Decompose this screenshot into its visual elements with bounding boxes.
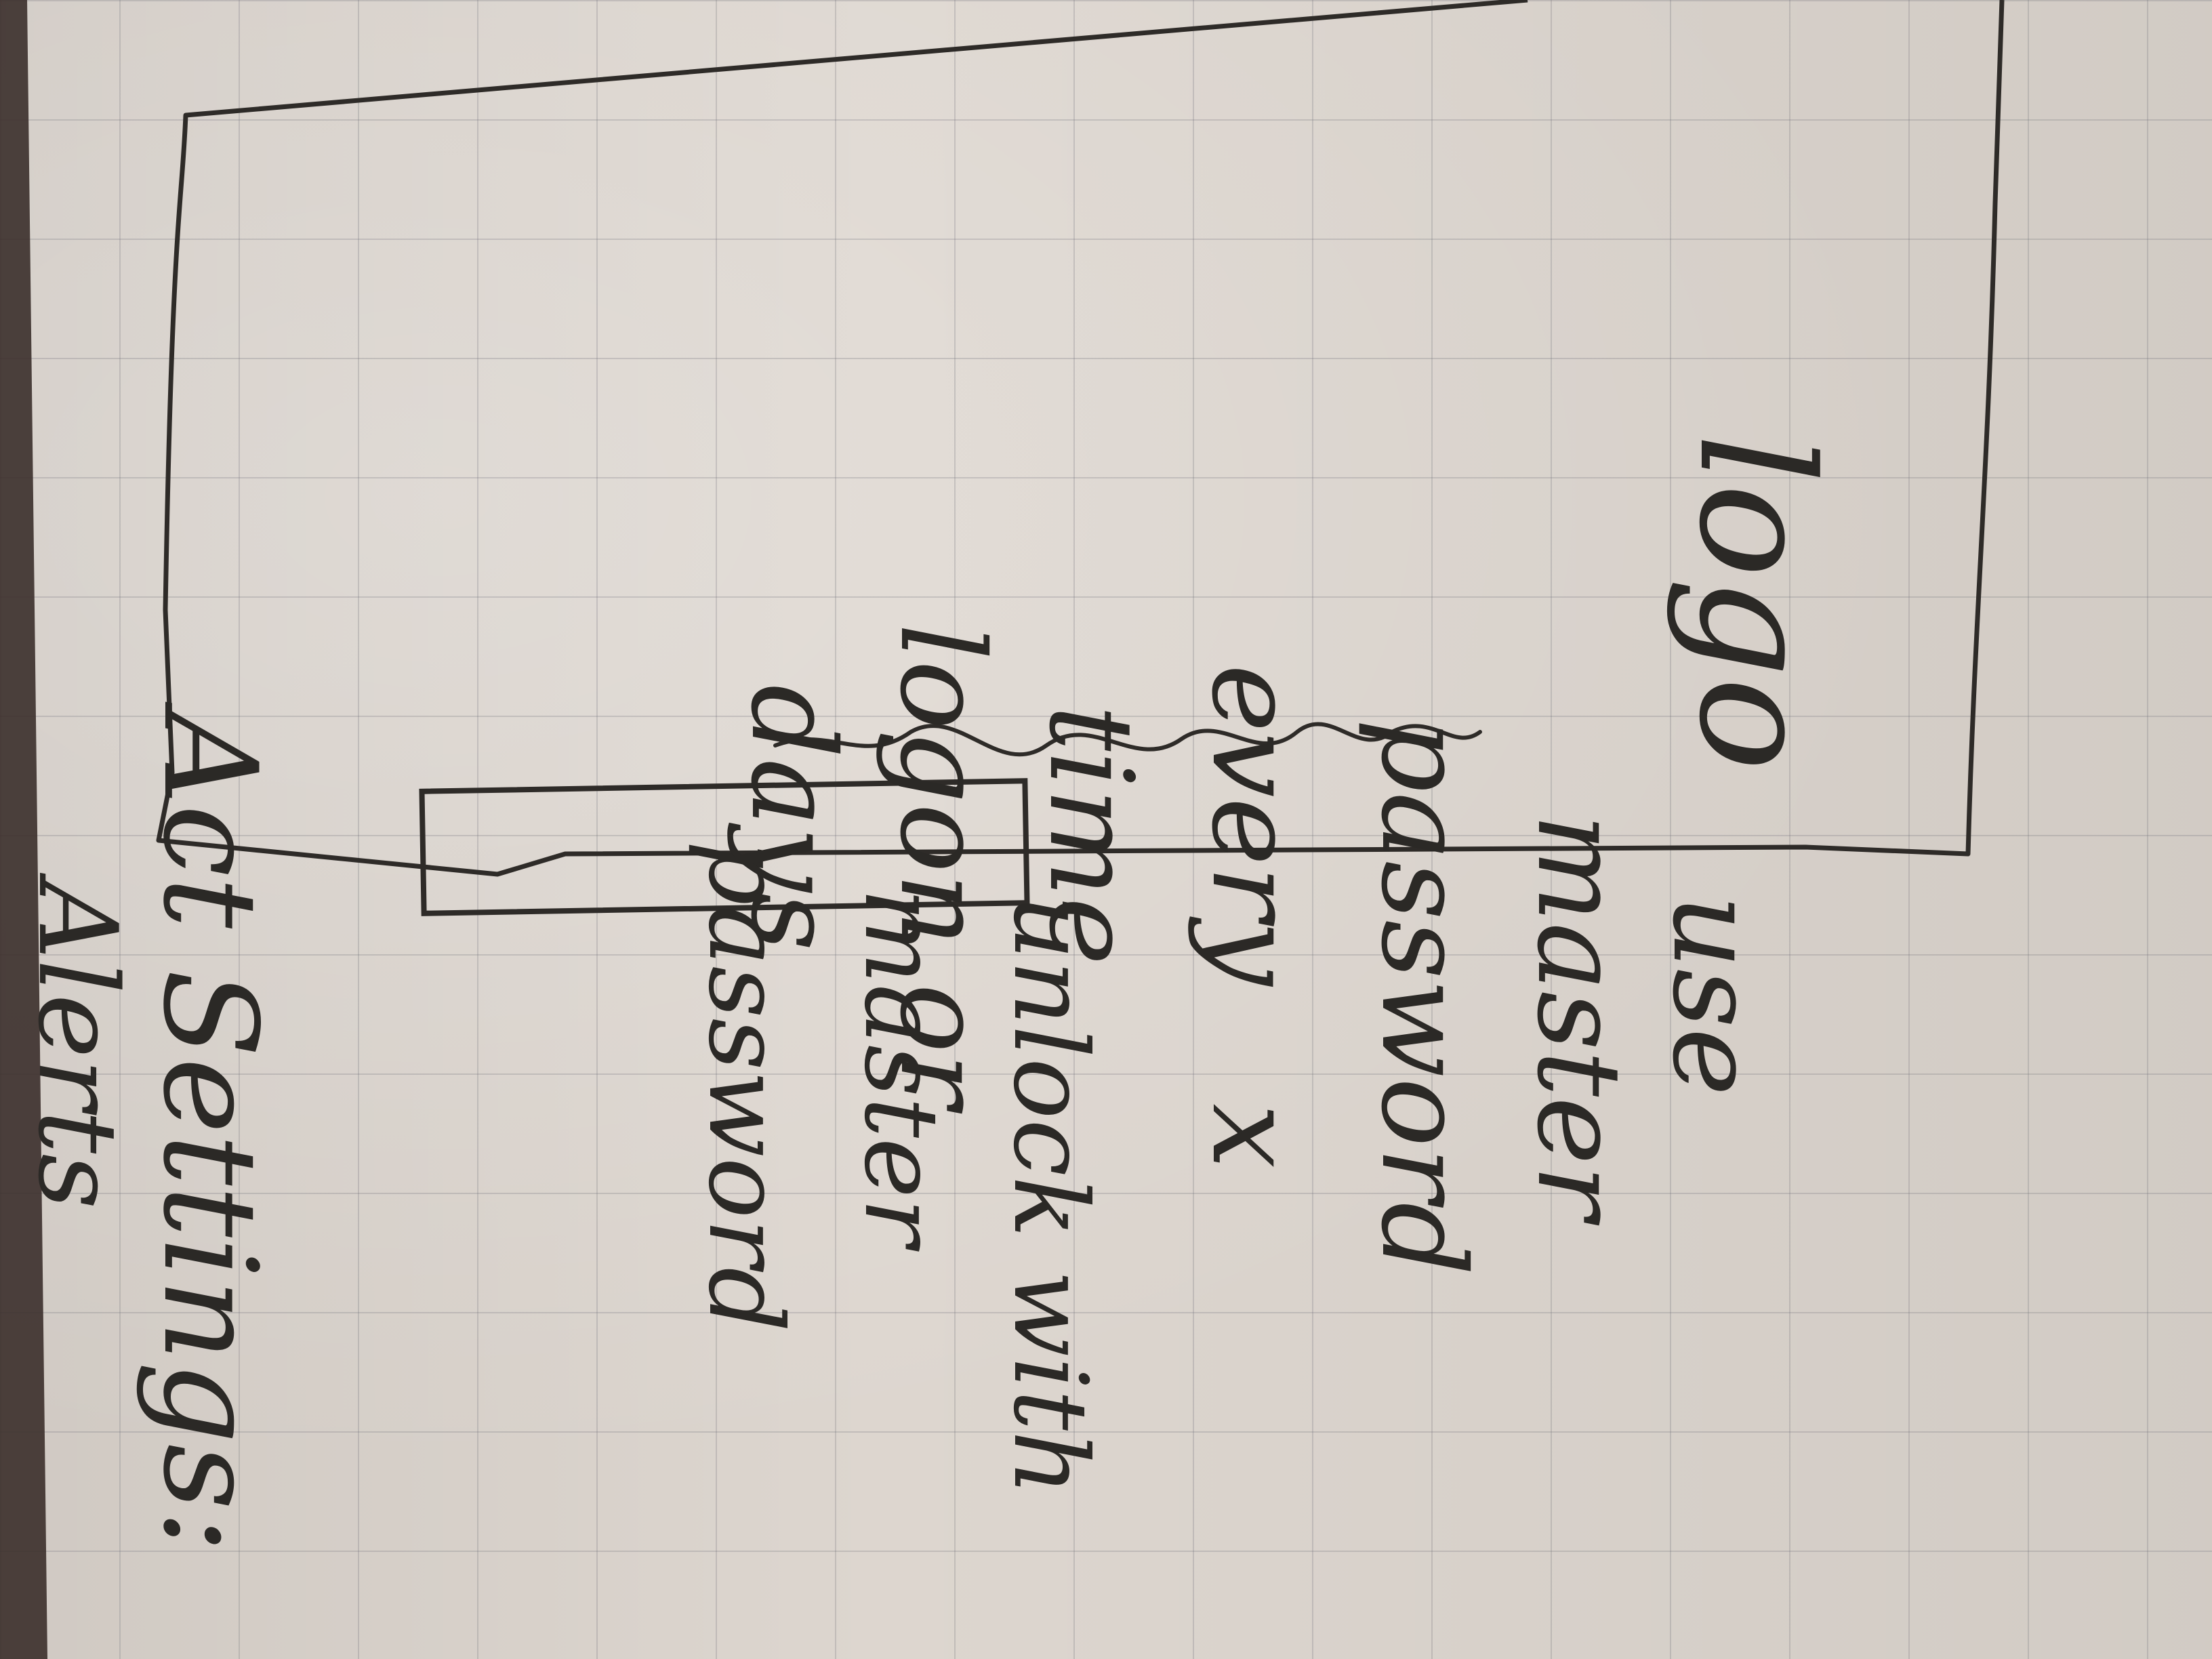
password-field-sketch [419,778,1030,916]
note-line-7: days [725,684,859,951]
logo-text: logo [1664,434,1845,771]
act-settings-heading: Act Settings: [135,712,285,1553]
unlock-label-line-1: unlock with [991,895,1109,1496]
note-line-1: use [1647,895,1781,1097]
note-x: x [1186,1103,1320,1169]
note-line-4: every x [1186,664,1320,1168]
note-line-5: time [1023,705,1158,966]
wavy-divider [773,722,1482,757]
note-line-3: password [1355,718,1490,1276]
note-line-6: logon or [874,623,1008,1109]
alerts-label: Alerts [14,881,141,1210]
note-every: every [1186,664,1320,986]
phone-outline [156,0,2005,877]
note-line-2: master [1511,813,1645,1220]
